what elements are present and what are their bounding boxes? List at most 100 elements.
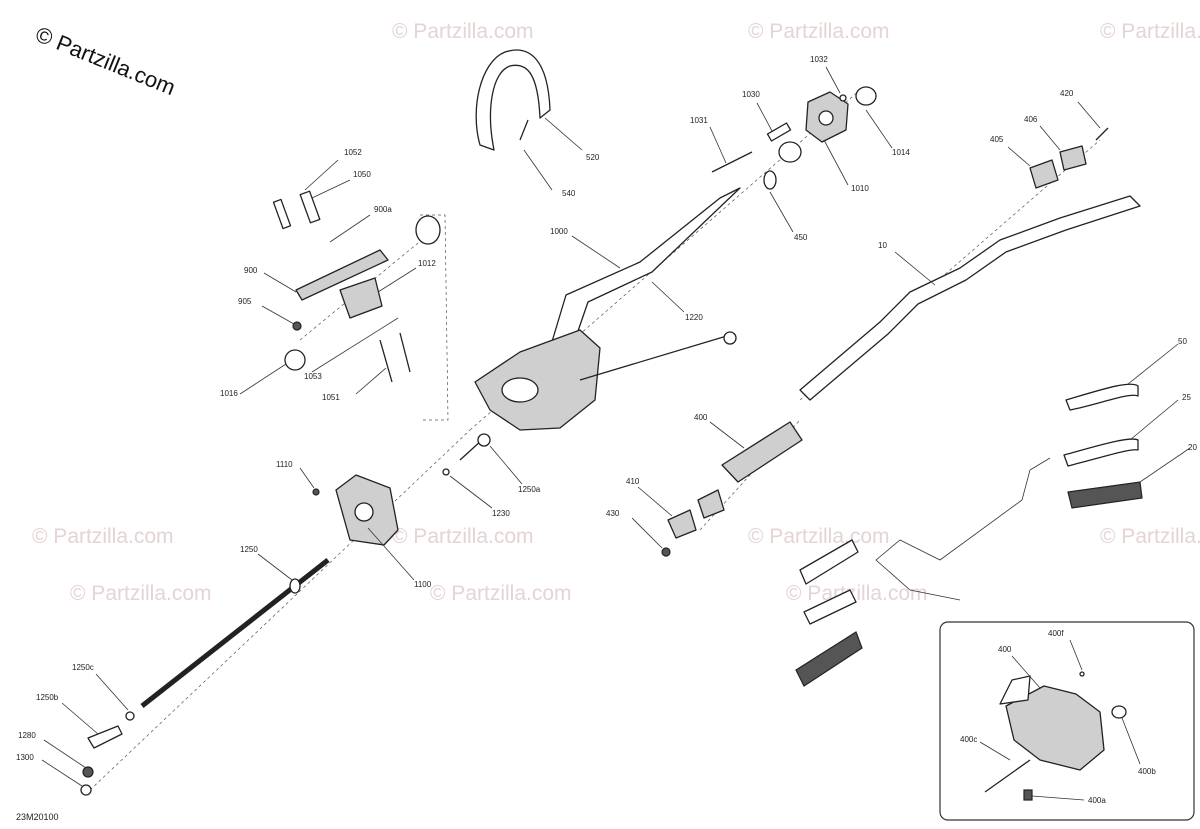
callout-inset-400a: 400a	[1088, 796, 1106, 805]
watermark-layer: © Partzilla.com © Partzilla.com © Partzi…	[32, 20, 1200, 605]
part-410-clamp	[667, 509, 697, 539]
callout-1053: 1053	[304, 372, 322, 381]
callout-25: 25	[1182, 393, 1191, 402]
part-1280-washer	[82, 766, 94, 778]
callout-1280: 1280	[18, 731, 36, 740]
part-1050-sleeve	[299, 190, 321, 224]
callout-1032: 1032	[810, 55, 828, 64]
inset-frame	[939, 621, 1195, 821]
callout-inset-400f: 400f	[1048, 629, 1064, 638]
callout-1051: 1051	[322, 393, 340, 402]
part-1010-clamp	[711, 86, 877, 190]
part-25-tube	[1063, 438, 1139, 467]
callout-1010: 1010	[851, 184, 869, 193]
callout-10: 10	[878, 241, 887, 250]
part-1110-bolt	[312, 488, 320, 496]
part-420-bolt	[1095, 127, 1109, 141]
part-1032-bolt	[839, 94, 847, 102]
part-1250c-clip	[125, 711, 135, 721]
part-1230-washer	[442, 468, 450, 476]
callout-20: 20	[1188, 443, 1197, 452]
watermark: © Partzilla.com	[32, 525, 174, 548]
callout-905: 905	[238, 297, 252, 306]
callout-inset-400b: 400b	[1138, 767, 1156, 776]
partzilla-watermark: © Partzilla.com	[32, 21, 179, 100]
callout-520: 520	[586, 153, 600, 162]
part-900-bracket	[272, 190, 441, 383]
watermark: © Partzilla.com	[70, 582, 212, 605]
callout-1250a: 1250a	[518, 485, 541, 494]
part-450-washer	[763, 170, 777, 190]
watermark: © Partzilla.com	[392, 20, 534, 43]
diagram-code: 23M20100	[16, 812, 59, 822]
callout-1030: 1030	[742, 90, 760, 99]
part-1030-pin	[766, 122, 792, 142]
callout-1220: 1220	[685, 313, 703, 322]
callout-400: 400	[694, 413, 708, 422]
callout-540: 540	[562, 189, 576, 198]
part-1051-bolt	[379, 339, 393, 383]
inset-detail-400	[939, 621, 1195, 821]
part-905-nut	[292, 321, 302, 331]
callout-inset-400c: 400c	[960, 735, 977, 744]
callout-50: 50	[1178, 337, 1187, 346]
callout-labels: 520 540 1032 1030 1031 1014 1010 450 420…	[16, 55, 1197, 805]
callout-1012: 1012	[418, 259, 436, 268]
part-405-406-clamps	[1029, 127, 1109, 189]
callout-1110: 1110	[276, 460, 293, 469]
callout-1300: 1300	[16, 753, 34, 762]
part-1300-nut	[80, 784, 92, 796]
part-1012-block	[339, 277, 383, 319]
callout-900: 900	[244, 266, 258, 275]
callout-430: 430	[606, 509, 620, 518]
watermark: © Partzilla.com	[430, 582, 572, 605]
part-grips	[795, 383, 1143, 687]
part-50-tube	[1065, 383, 1139, 411]
watermark: © Partzilla.com	[748, 525, 890, 548]
callout-450: 450	[794, 233, 808, 242]
callout-1250b: 1250b	[36, 693, 59, 702]
part-400-housing	[661, 421, 803, 557]
watermark: © Partzilla.com	[748, 20, 890, 43]
callout-1100: 1100	[414, 580, 432, 589]
callout-900a: 900a	[374, 205, 392, 214]
part-1014-ring-2	[778, 141, 802, 163]
part-20-grip	[1067, 481, 1143, 509]
part-520-handle-guard	[475, 49, 551, 151]
callout-405: 405	[990, 135, 1004, 144]
leader-lines	[41, 66, 1191, 801]
callout-1000: 1000	[550, 227, 568, 236]
part-10-handlebar	[799, 195, 1141, 401]
watermark: © Partzilla.com	[1100, 525, 1200, 548]
callout-1250: 1250	[240, 545, 258, 554]
callout-1250c: 1250c	[72, 663, 94, 672]
part-430-screw	[661, 547, 671, 557]
part-1052-sleeve	[272, 198, 292, 230]
part-1051-bolt-2	[399, 332, 411, 373]
heater-cable	[875, 457, 1051, 601]
callout-420: 420	[1060, 89, 1074, 98]
part-1250b-tie-rod-end	[87, 725, 123, 749]
callout-1016: 1016	[220, 389, 238, 398]
part-1012-ring	[415, 215, 441, 245]
part-1250-shaft	[80, 433, 491, 796]
callout-1230: 1230	[492, 509, 510, 518]
part-1100-bearing-housing	[335, 474, 399, 546]
watermark: © Partzilla.com	[1100, 20, 1200, 43]
part-1014-ring	[855, 86, 877, 106]
part-1016-ring	[284, 349, 306, 371]
callout-406: 406	[1024, 115, 1038, 124]
callout-1014: 1014	[892, 148, 910, 157]
watermark: © Partzilla.com	[392, 525, 534, 548]
part-1031-bolt	[711, 151, 753, 173]
part-540-screw	[519, 119, 529, 141]
callout-410: 410	[626, 477, 640, 486]
part-1000-steering-column	[474, 187, 741, 431]
callout-1031: 1031	[690, 116, 708, 125]
watermark: © Partzilla.com	[786, 582, 928, 605]
part-1000-arm	[579, 334, 731, 381]
assembly-axes	[89, 89, 1101, 791]
callout-1052: 1052	[344, 148, 362, 157]
callout-1050: 1050	[353, 170, 371, 179]
